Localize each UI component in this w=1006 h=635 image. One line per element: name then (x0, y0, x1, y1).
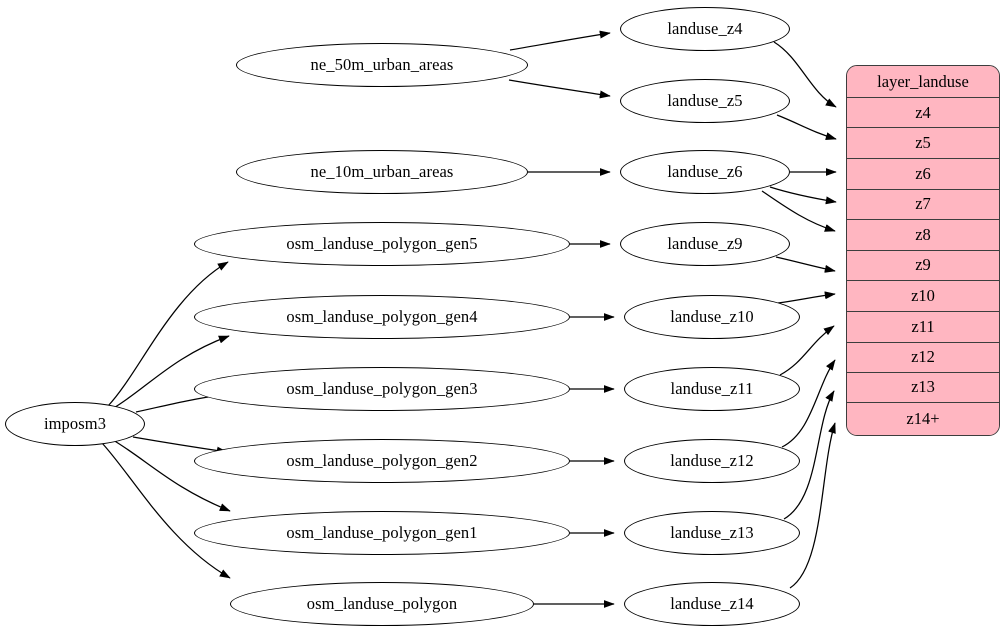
layer-row-label: z13 (911, 377, 935, 397)
node-imposm3[interactable]: imposm3 (5, 402, 145, 446)
layer-row-label: z7 (915, 194, 931, 214)
node-ne-10m-urban-areas[interactable]: ne_10m_urban_areas (236, 150, 528, 194)
node-osm-landuse-polygon-gen4[interactable]: osm_landuse_polygon_gen4 (194, 295, 570, 339)
edge-imposm3-gen2 (132, 436, 228, 455)
layer-row-label: z5 (915, 132, 931, 152)
node-label: osm_landuse_polygon_gen5 (286, 234, 478, 253)
layer-row-z8[interactable]: z8 (847, 220, 999, 251)
layer-row-z5[interactable]: z5 (847, 128, 999, 159)
node-osm-landuse-polygon-gen5[interactable]: osm_landuse_polygon_gen5 (194, 222, 570, 266)
node-label: osm_landuse_polygon (306, 594, 458, 613)
layer-row-z12[interactable]: z12 (847, 342, 999, 373)
node-imposm3-label: imposm3 (43, 414, 107, 433)
edge-imposm3-gen1 (112, 439, 231, 512)
edge-z4-row-z4 (773, 41, 837, 108)
layer-row-label: z14+ (906, 409, 940, 429)
node-landuse-z9[interactable]: landuse_z9 (620, 222, 790, 266)
node-landuse-z13[interactable]: landuse_z13 (624, 511, 800, 555)
node-label: landuse_z10 (670, 307, 754, 326)
node-label: osm_landuse_polygon_gen2 (286, 451, 478, 470)
layer-row-label: z8 (915, 224, 931, 244)
edge-z14-row-z14 (789, 422, 836, 589)
layer-row-label: z6 (915, 163, 931, 183)
node-label: landuse_z12 (670, 451, 754, 470)
edge-z6-row-z7 (769, 186, 837, 205)
node-label: landuse_z13 (670, 523, 754, 542)
layer-landuse-table[interactable]: layer_landuse z4 z5 z6 z7 z8 z9 z10 z11 z12 z13 z1… (846, 65, 1000, 436)
layer-row-z9[interactable]: z9 (847, 250, 999, 281)
edge-ne50m-z5 (508, 79, 611, 99)
edge-z11-row-z11 (779, 325, 835, 376)
layer-row-z10[interactable]: z10 (847, 281, 999, 312)
node-label: landuse_z4 (667, 19, 743, 38)
edge-imposm3-gen5 (107, 261, 229, 407)
node-label: landuse_z9 (667, 234, 743, 253)
node-landuse-z4[interactable]: landuse_z4 (620, 7, 790, 51)
node-landuse-z5[interactable]: landuse_z5 (620, 79, 790, 123)
edge-imposm3-gen4 (111, 335, 230, 410)
edge-ne50m-z4 (509, 30, 611, 51)
node-label: landuse_z14 (670, 594, 754, 613)
layer-row-label: z10 (911, 285, 935, 305)
node-label: osm_landuse_polygon_gen4 (286, 307, 478, 326)
node-osm-landuse-polygon-gen1[interactable]: osm_landuse_polygon_gen1 (194, 511, 570, 555)
node-osm-landuse-polygon-gen3[interactable]: osm_landuse_polygon_gen3 (194, 367, 570, 411)
layer-row-label: z4 (915, 102, 931, 122)
node-label: osm_landuse_polygon_gen1 (286, 523, 478, 542)
edge-z5-row-z5 (776, 114, 837, 140)
node-landuse-z11[interactable]: landuse_z11 (624, 367, 800, 411)
node-landuse-z14[interactable]: landuse_z14 (624, 582, 800, 626)
node-label: osm_landuse_polygon_gen3 (286, 379, 478, 398)
edge-z10-row-z10 (777, 291, 836, 304)
layer-row-z14plus[interactable]: z14+ (847, 402, 999, 435)
layer-row-label: z12 (911, 347, 935, 367)
layer-row-z11[interactable]: z11 (847, 311, 999, 343)
node-osm-landuse-polygon[interactable]: osm_landuse_polygon (230, 582, 534, 626)
node-landuse-z12[interactable]: landuse_z12 (624, 439, 800, 483)
node-landuse-z6[interactable]: landuse_z6 (620, 150, 790, 194)
node-ne-50m-urban-areas[interactable]: ne_50m_urban_areas (236, 43, 528, 87)
edge-z9-row-z9 (775, 256, 836, 273)
layer-row-z13[interactable]: z13 (847, 373, 999, 403)
node-label: landuse_z5 (667, 91, 743, 110)
layer-row-label: z9 (915, 255, 931, 275)
edge-z6-row-z8 (761, 190, 836, 232)
node-landuse-z10[interactable]: landuse_z10 (624, 295, 800, 339)
edge-z12-row-z12 (781, 359, 836, 448)
layer-row-label: z11 (911, 316, 935, 336)
node-label: landuse_z6 (667, 162, 743, 181)
layer-row-z4[interactable]: z4 (847, 98, 999, 128)
layer-row-z7[interactable]: z7 (847, 189, 999, 220)
layer-row-z6[interactable]: z6 (847, 158, 999, 190)
edge-z13-row-z13 (783, 390, 835, 520)
layer-landuse-title: layer_landuse (847, 66, 999, 98)
edge-imposm3-poly (101, 442, 231, 579)
node-label: ne_50m_urban_areas (310, 55, 454, 74)
node-label: ne_10m_urban_areas (310, 162, 454, 181)
node-label: landuse_z11 (670, 379, 754, 398)
node-osm-landuse-polygon-gen2[interactable]: osm_landuse_polygon_gen2 (194, 439, 570, 483)
